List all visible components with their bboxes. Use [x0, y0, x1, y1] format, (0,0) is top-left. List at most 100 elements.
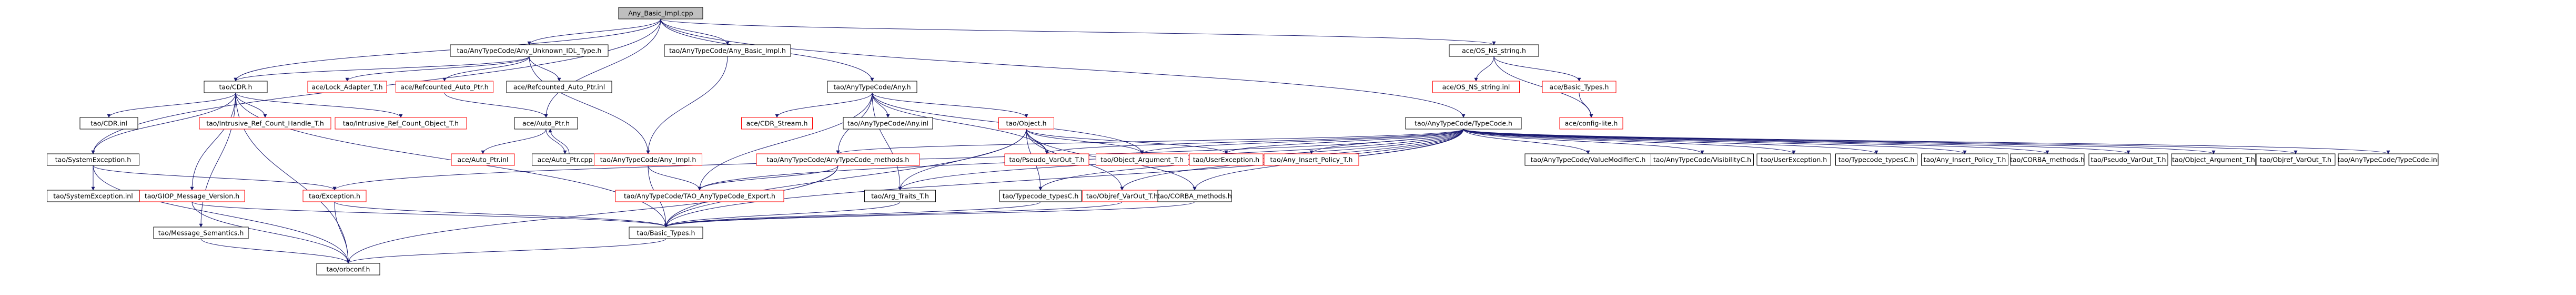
node-auto-ptr-h[interactable]: ace/Auto_Ptr.h: [514, 117, 578, 130]
node-label: tao/AnyTypeCode/TAO_AnyTypeCode_Export.h: [624, 192, 775, 200]
node-intrusive-handle[interactable]: tao/Intrusive_Ref_Count_Handle_T.h: [199, 117, 331, 130]
node-label: ace/Auto_Ptr.h: [522, 120, 570, 127]
edge-cdr_h-to-intrusive_object: [235, 92, 403, 118]
dependency-edges: [91, 18, 2390, 264]
node-object-argument-1[interactable]: tao/Object_Argument_T.h: [1096, 153, 1188, 166]
edge-objref_varout_2-to-basic_types_tao: [664, 201, 1123, 228]
node-box: [302, 190, 367, 202]
node-valuemodifier[interactable]: tao/AnyTypeCode/ValueModifierC.h: [1524, 153, 1652, 166]
node-any-insert-policy-2[interactable]: tao/Any_Insert_Policy_T.h: [1921, 153, 2008, 166]
node-anytc-basic-impl[interactable]: tao/AnyTypeCode/Any_Basic_Impl.h: [664, 44, 791, 57]
edge-arg_traits-to-basic_types_tao: [664, 201, 901, 228]
node-os-ns-string-inl[interactable]: ace/OS_NS_string.inl: [1432, 81, 1520, 93]
node-refcounted-auto-ptr-inl[interactable]: ace/Refcounted_Auto_Ptr.inl: [506, 81, 612, 93]
node-box: [827, 81, 917, 93]
edge-basic_types_ace-to-config_lite: [1579, 92, 1593, 118]
node-box: [2010, 153, 2085, 166]
edge-anytc_unknown_idl-to-refcounted_auto_ptr_h: [442, 56, 530, 82]
node-corba-methods-2[interactable]: tao/CORBA_methods.h: [1157, 190, 1232, 202]
node-typecode-typesc-2[interactable]: tao/Typecode_typesC.h: [999, 190, 1082, 202]
node-object-h[interactable]: tao/Object.h: [998, 117, 1054, 130]
edge-object_h-to-userexception_1: [1026, 129, 1228, 154]
node-pseudo-varout-1[interactable]: tao/Pseudo_VarOut_T.h: [1004, 153, 1089, 166]
node-orbconf[interactable]: tao/orbconf.h: [316, 263, 380, 276]
node-anytc-typecode-methods[interactable]: tao/AnyTypeCode/AnyTypeCode_methods.h: [756, 153, 920, 166]
node-box: [396, 81, 493, 93]
node-pseudo-varout-2[interactable]: tao/Pseudo_VarOut_T.h: [2088, 153, 2168, 166]
node-arg-traits[interactable]: tao/Arg_Traits_T.h: [864, 190, 936, 202]
node-basic-types-ace[interactable]: ace/Basic_Types.h: [1542, 81, 1617, 93]
node-box: [199, 117, 331, 130]
node-label: tao/AnyTypeCode/TypeCode.inl: [2338, 156, 2439, 164]
node-box: [450, 44, 609, 57]
node-userexception-1[interactable]: tao/UserException.h: [1189, 153, 1264, 166]
node-basic-types-tao[interactable]: tao/Basic_Types.h: [629, 227, 703, 239]
edge-root-to-anytc_typecode_h: [660, 18, 1466, 118]
node-visibility[interactable]: tao/AnyTypeCode/VisibilityC.h: [1651, 153, 1754, 166]
node-box: [1835, 153, 1917, 166]
edge-anytc_typecode_h-to-pseudo_varout_1: [1045, 129, 1464, 154]
node-box: [506, 81, 612, 93]
node-sysexc-inl[interactable]: tao/SystemException.inl: [47, 190, 139, 202]
edge-cdr_h-to-giop_version: [190, 92, 236, 191]
node-lock-adapter[interactable]: ace/Lock_Adapter_T.h: [307, 81, 387, 93]
node-sysexc-h[interactable]: tao/SystemException.h: [47, 153, 139, 166]
node-auto-ptr-inl[interactable]: ace/Auto_Ptr.inl: [451, 153, 515, 166]
node-box: [1542, 81, 1617, 93]
node-anytc-any-h[interactable]: tao/AnyTypeCode/Any.h: [827, 81, 917, 93]
node-objref-varout-1[interactable]: tao/Objref_VarOut_T.h: [2256, 153, 2336, 166]
node-box: [1921, 153, 2008, 166]
node-box: [998, 117, 1054, 130]
node-box: [1449, 44, 1539, 57]
node-giop-version[interactable]: tao/GIOP_Message_Version.h: [139, 190, 245, 202]
edge-root-to-anytc_unknown_idl: [527, 18, 661, 45]
node-userexception-2[interactable]: tao/UserException.h: [1756, 153, 1831, 166]
node-label: tao/Object_Argument_T.h: [1100, 156, 1184, 164]
node-os-ns-string-h[interactable]: ace/OS_NS_string.h: [1449, 44, 1539, 57]
node-anytc-typecode-h[interactable]: tao/AnyTypeCode/TypeCode.h: [1405, 117, 1522, 130]
edge-anytc_any_h-to-tao_anytc_export: [698, 92, 873, 191]
node-config-lite[interactable]: ace/config-lite.h: [1559, 117, 1623, 130]
node-refcounted-auto-ptr-h[interactable]: ace/Refcounted_Auto_Ptr.h: [396, 81, 493, 93]
edge-anytc_unknown_idl-to-anytc_any_impl: [529, 56, 650, 154]
node-anytc-any-impl[interactable]: tao/AnyTypeCode/Any_Impl.h: [594, 153, 702, 166]
node-intrusive-object[interactable]: tao/Intrusive_Ref_Count_Object_T.h: [335, 117, 467, 130]
edge-typecode_typesc_2-to-basic_types_tao: [664, 201, 1041, 228]
node-anytc-typecode-inl[interactable]: tao/AnyTypeCode/TypeCode.inl: [2338, 153, 2439, 166]
node-box: [629, 227, 703, 239]
node-label: ace/Refcounted_Auto_Ptr.h: [400, 83, 488, 91]
node-typecode-typesc-1[interactable]: tao/Typecode_typesC.h: [1835, 153, 1917, 166]
node-anytc-unknown-idl[interactable]: tao/AnyTypeCode/Any_Unknown_IDL_Type.h: [450, 44, 609, 57]
edge-root-to-auto_ptr_h: [544, 18, 661, 118]
node-exception-h[interactable]: tao/Exception.h: [302, 190, 367, 202]
node-corba-methods-1[interactable]: tao/CORBA_methods.h: [2010, 153, 2085, 166]
edge-anytc_any_impl-to-tao_anytc_export: [648, 165, 702, 191]
node-label: tao/Object_Argument_T.h: [2172, 156, 2255, 164]
node-objref-varout-2[interactable]: tao/Objref_VarOut_T.h: [1082, 190, 1162, 202]
node-auto-ptr-cpp[interactable]: ace/Auto_Ptr.cpp: [532, 153, 598, 166]
node-label: tao/Pseudo_VarOut_T.h: [2090, 156, 2166, 164]
node-box: [741, 117, 813, 130]
node-label: tao/AnyTypeCode/Any_Impl.h: [600, 156, 696, 164]
edge-anytc_any_h-to-arg_traits: [872, 92, 902, 191]
node-anytc-any-inl[interactable]: tao/AnyTypeCode/Any.inl: [843, 117, 933, 130]
node-label: tao/orbconf.h: [327, 266, 370, 273]
edge-sysexc_h-to-orbconf: [93, 165, 350, 264]
node-object-argument-2[interactable]: tao/Object_Argument_T.h: [2171, 153, 2256, 166]
node-cdr-h[interactable]: tao/CDR.h: [204, 81, 268, 93]
node-cdr-inl[interactable]: tao/CDR.inl: [79, 117, 138, 130]
node-cdr-stream[interactable]: ace/CDR_Stream.h: [741, 117, 813, 130]
node-label: ace/Auto_Ptr.cpp: [538, 156, 593, 164]
node-box: [594, 153, 702, 166]
node-tao-anytc-export[interactable]: tao/AnyTypeCode/TAO_AnyTypeCode_Export.h: [615, 190, 784, 202]
node-any-insert-policy-1[interactable]: tao/Any_Insert_Policy_T.h: [1264, 153, 1359, 166]
node-label: tao/AnyTypeCode/ValueModifierC.h: [1531, 156, 1646, 164]
edge-object_h-to-object_argument_1: [1026, 129, 1144, 154]
node-label: ace/OS_NS_string.inl: [1442, 83, 1510, 91]
node-box: [1157, 190, 1232, 202]
node-label: tao/AnyTypeCode/VisibilityC.h: [1653, 156, 1751, 164]
node-box: [843, 117, 933, 130]
node-message-semantics[interactable]: tao/Message_Semantics.h: [153, 227, 249, 239]
node-label: ace/Basic_Types.h: [1550, 83, 1609, 91]
